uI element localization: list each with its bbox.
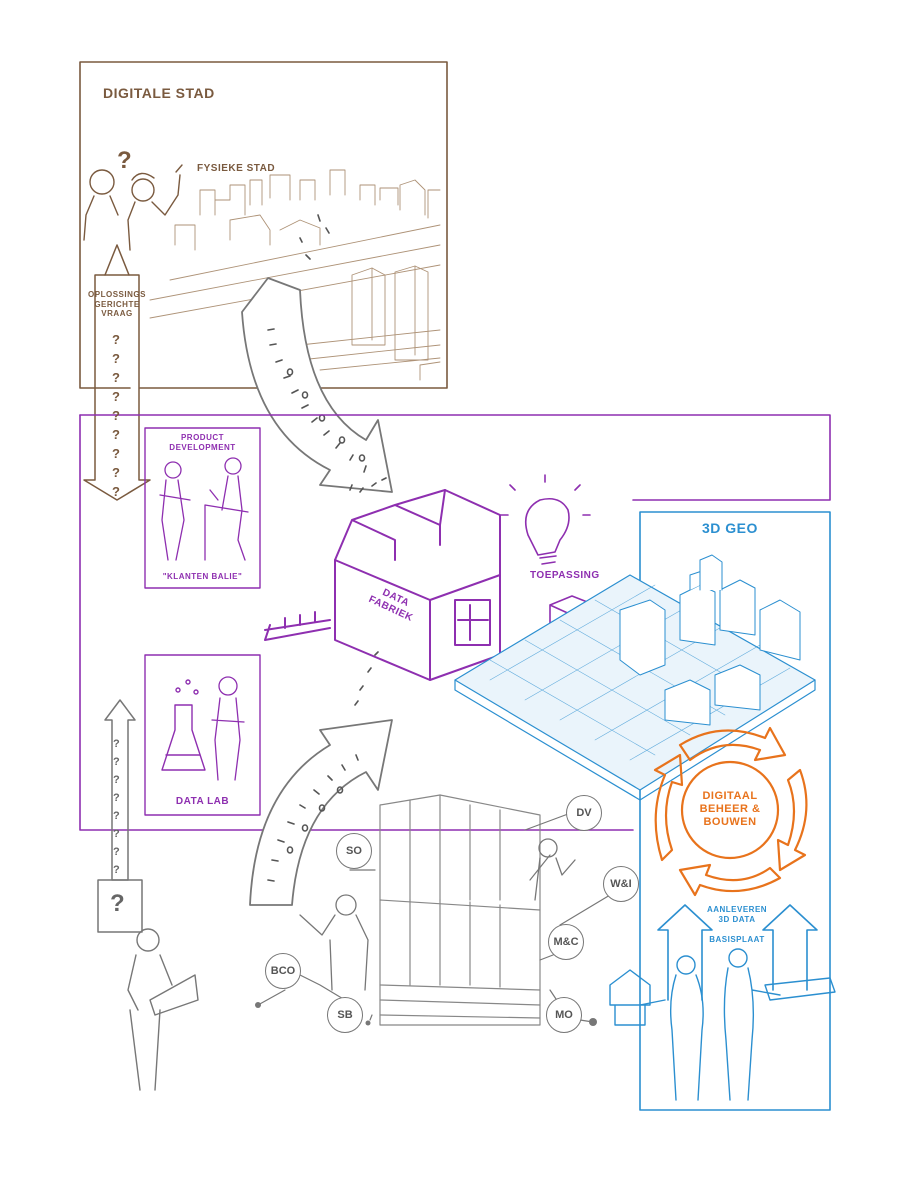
question-arrow-line-3: VRAAG <box>101 309 133 319</box>
question-arrow-line-1: OPLOSSINGS <box>88 290 146 299</box>
customer-desk-label: "KLANTEN BALIE" <box>162 572 243 581</box>
data-factory-frame <box>79 414 831 831</box>
source-node-wi: W&I <box>603 866 639 902</box>
person-laptop-sketch <box>127 928 199 1091</box>
data-flow-arrow-bottom <box>249 719 393 906</box>
source-node-mc: M&C <box>548 924 584 960</box>
grey-people-sketch <box>299 838 576 991</box>
question-marks-up: ???????? <box>113 738 120 876</box>
source-node-connectors <box>257 813 611 1023</box>
source-building-stack <box>379 794 541 1026</box>
geo-people-sketch <box>609 948 836 1101</box>
data-flow-arrow-top <box>241 277 393 493</box>
question-mark-box: ? <box>110 890 125 917</box>
source-node-mo: MO <box>546 997 582 1033</box>
question-mark-people: ? <box>117 147 132 174</box>
node-endpoint-right <box>589 1018 597 1026</box>
geo-frame <box>639 511 831 1111</box>
cycle-line-3: BOUWEN <box>703 816 757 829</box>
city-skyline-sketch <box>149 169 441 381</box>
product-development-line-2: DEVELOPMENT <box>169 442 236 452</box>
deliver-line-2: 3D DATA <box>718 914 756 924</box>
digital-city-title: DIGITALE STAD <box>103 85 215 101</box>
application-label: TOEPASSING <box>530 570 600 581</box>
data-lab-flask-sketch <box>161 679 206 771</box>
source-node-sb: SB <box>327 997 363 1033</box>
question-marks-down: ????????? <box>112 332 120 499</box>
binary-stream-bottom <box>267 651 379 882</box>
people-asking-sketch <box>83 164 183 251</box>
deliver-label: AANLEVEREN 3D DATA <box>706 905 768 924</box>
source-node-bco: BCO <box>265 953 301 989</box>
cycle-line-1: DIGITAAL <box>702 790 758 802</box>
digital-city-frame <box>79 61 448 389</box>
product-development-label: PRODUCT DEVELOPMENT <box>160 433 245 452</box>
lightbulb-icon <box>500 474 591 565</box>
source-node-dv: DV <box>566 795 602 831</box>
question-up-arrow <box>97 699 143 933</box>
source-node-so: SO <box>336 833 372 869</box>
binary-stream-top <box>267 214 387 493</box>
cycle-label: DIGITAAL BEHEER & BOUWEN <box>690 790 770 830</box>
product-dev-people-sketch <box>159 457 249 561</box>
question-arrow-label: OPLOSSINGS GERICHTE VRAAG <box>86 290 148 319</box>
deliver-up-arrows <box>657 904 818 1001</box>
cycle-line-2: BEHEER & <box>699 803 761 816</box>
geo-title: 3D GEO <box>702 520 758 536</box>
product-development-panel <box>144 427 261 589</box>
geo-city-blocks <box>619 554 801 726</box>
node-endpoint-mid <box>365 1020 371 1026</box>
question-arrow-line-2: GERICHTE <box>94 299 140 309</box>
data-lab-panel <box>144 654 261 816</box>
node-endpoint-left <box>255 1002 261 1008</box>
data-lab-label: DATA LAB <box>175 796 230 807</box>
lego-base-plate <box>454 574 816 801</box>
question-down-arrow <box>83 244 151 501</box>
base-plate-label: BASISPLAAT <box>709 935 765 944</box>
data-lab-person-sketch <box>211 676 245 781</box>
data-factory-building <box>264 489 501 681</box>
deliver-line-1: AANLEVEREN <box>706 905 768 914</box>
physical-city-label: FYSIEKE STAD <box>197 163 276 174</box>
product-development-line-1: PRODUCT <box>180 433 225 442</box>
digital-cycle-ring <box>653 726 808 897</box>
